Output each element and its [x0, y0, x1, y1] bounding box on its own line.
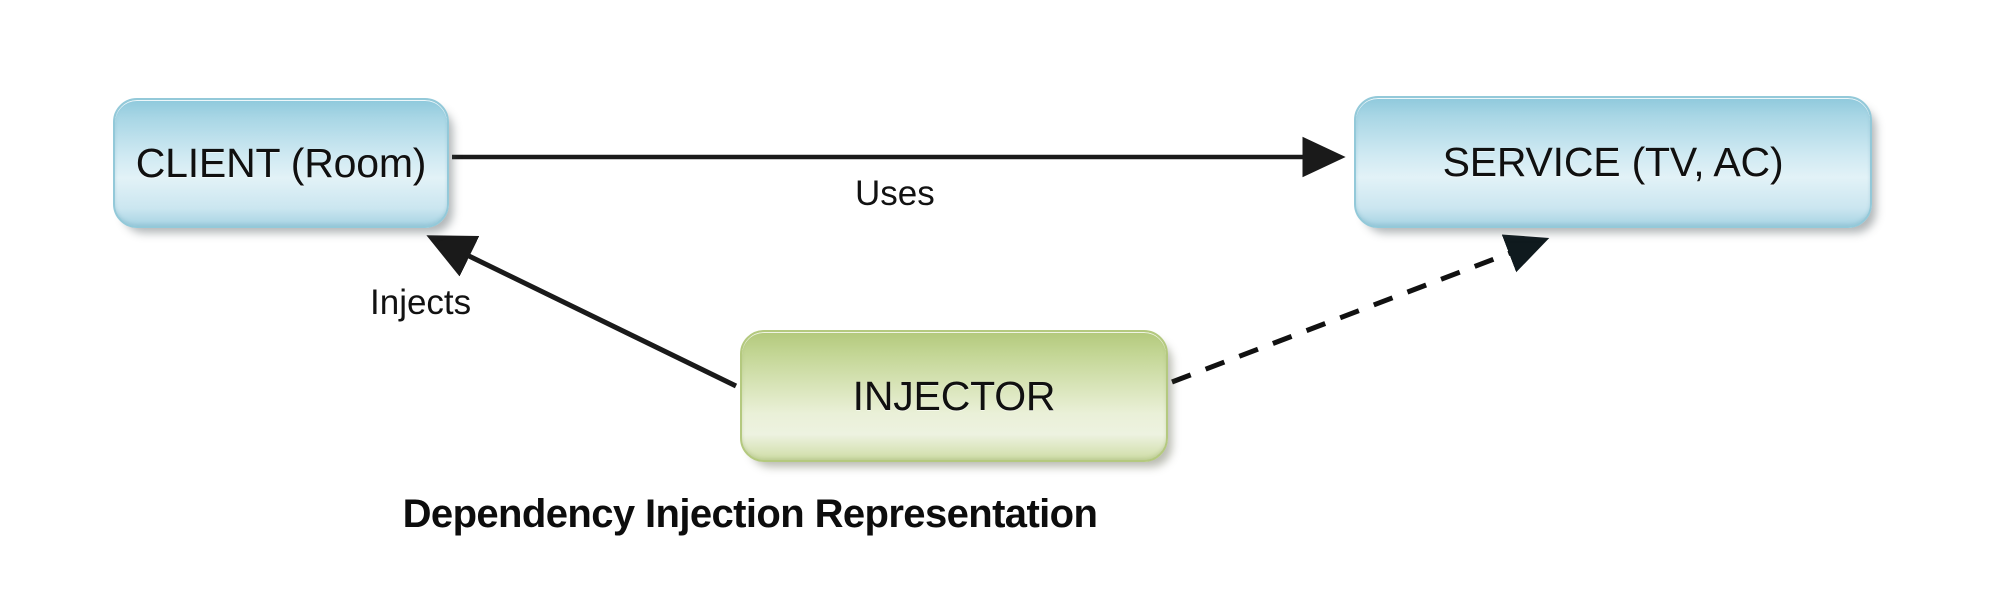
edge-injects-line	[426, 235, 738, 389]
edge-injector-service-line	[1171, 234, 1550, 385]
node-injector-label: INJECTOR	[852, 372, 1056, 419]
node-service[interactable]: SERVICE (TV, AC)	[1354, 96, 1872, 228]
edge-label-injects: Injects	[370, 283, 472, 322]
node-service-label: SERVICE (TV, AC)	[1442, 138, 1784, 185]
node-client-label: CLIENT (Room)	[135, 139, 427, 186]
node-injector[interactable]: INJECTOR	[740, 330, 1168, 462]
node-client[interactable]: CLIENT (Room)	[113, 98, 449, 228]
diagram-caption: Dependency Injection Representation	[402, 492, 1098, 536]
edge-label-uses: Uses	[855, 174, 935, 213]
